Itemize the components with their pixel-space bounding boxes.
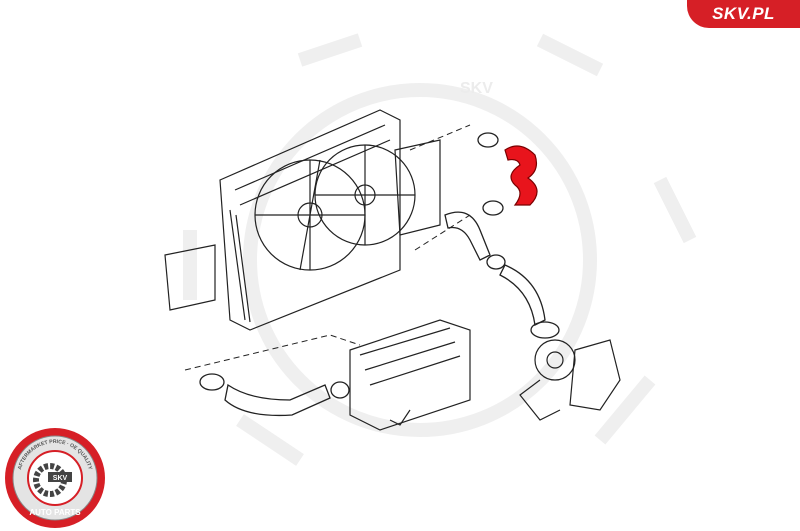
hoses-and-clamps: [199, 132, 560, 417]
background-gear-watermark: [183, 33, 697, 466]
skv-watermark: SKV: [460, 80, 493, 97]
skv-auto-parts-badge: SKV AFTERMARKET PRICE · OE QUALITY AUTO …: [5, 428, 105, 528]
gear-icon: [33, 463, 72, 497]
radiator-fan-assembly: [164, 109, 441, 331]
leader-lines: [184, 124, 471, 371]
brand-logo-tab[interactable]: SKV.PL: [687, 0, 800, 28]
badge-bottom-text: AUTO PARTS: [29, 508, 81, 517]
turbocharger: [519, 339, 621, 421]
intercooler-assembly: [349, 319, 471, 431]
intercooler-hose-highlighted: [504, 145, 538, 206]
badge-center-text: SKV: [53, 475, 68, 482]
